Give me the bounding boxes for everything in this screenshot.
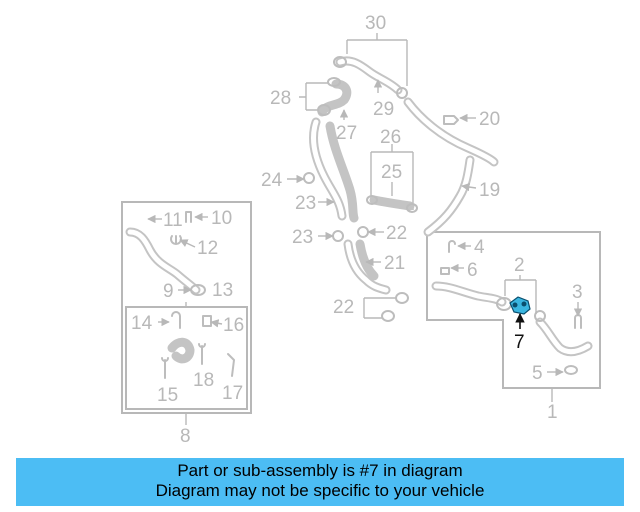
callout-25: 24 xyxy=(261,170,283,191)
callout-26: 25 xyxy=(381,162,402,183)
callout-22: 22 xyxy=(333,297,354,318)
callout-29: 28 xyxy=(270,88,291,109)
callout-30: 29 xyxy=(373,99,394,120)
callout-1: 1 xyxy=(547,402,558,423)
callout-10: 10 xyxy=(211,208,232,229)
callout-15: 15 xyxy=(157,385,178,406)
callout-4: 4 xyxy=(474,237,485,258)
info-banner: Part or sub-assembly is #7 in diagram Di… xyxy=(16,458,624,506)
callout-19: 19 xyxy=(479,180,500,201)
callout-2: 2 xyxy=(514,255,525,276)
callout-9: 9 xyxy=(163,281,174,302)
leader-lines-center xyxy=(287,79,477,267)
callout-3: 3 xyxy=(572,282,583,303)
callout-23a: 23 xyxy=(292,227,313,248)
callout-16: 16 xyxy=(223,315,244,336)
callout-28: 27 xyxy=(336,123,357,144)
callout-18: 18 xyxy=(193,370,214,391)
callout-13: 13 xyxy=(212,280,233,301)
callout-12: 12 xyxy=(197,238,218,259)
callout-11: 11 xyxy=(163,210,183,231)
callout-6: 6 xyxy=(467,260,478,281)
callout-14: 14 xyxy=(131,313,153,334)
info-banner-line-1: Part or sub-assembly is #7 in diagram xyxy=(177,461,463,480)
callout-5: 5 xyxy=(532,363,543,384)
center-hoses xyxy=(299,33,499,322)
highlighted-part-7 xyxy=(509,296,531,329)
leader-lines-left xyxy=(147,212,223,328)
callout-23b: 22 xyxy=(386,223,407,244)
callout-20: 20 xyxy=(479,109,500,130)
callout-7: 7 xyxy=(514,332,525,353)
callout-24: 23 xyxy=(295,193,316,214)
assembly-box-8 xyxy=(121,201,252,425)
callout-8: 8 xyxy=(180,426,191,447)
callout-labels: 30 28 29 27 20 26 25 24 19 23 23 22 21 2… xyxy=(131,13,583,447)
leader-lines-right xyxy=(450,241,583,377)
callout-17: 17 xyxy=(222,383,243,404)
callout-31: 30 xyxy=(365,13,386,34)
info-banner-line-2: Diagram may not be specific to your vehi… xyxy=(155,481,485,500)
callout-27: 26 xyxy=(380,127,401,148)
callout-21: 21 xyxy=(384,253,405,274)
parts-diagram: 30 28 29 27 20 26 25 24 19 23 23 22 21 2… xyxy=(121,13,601,447)
